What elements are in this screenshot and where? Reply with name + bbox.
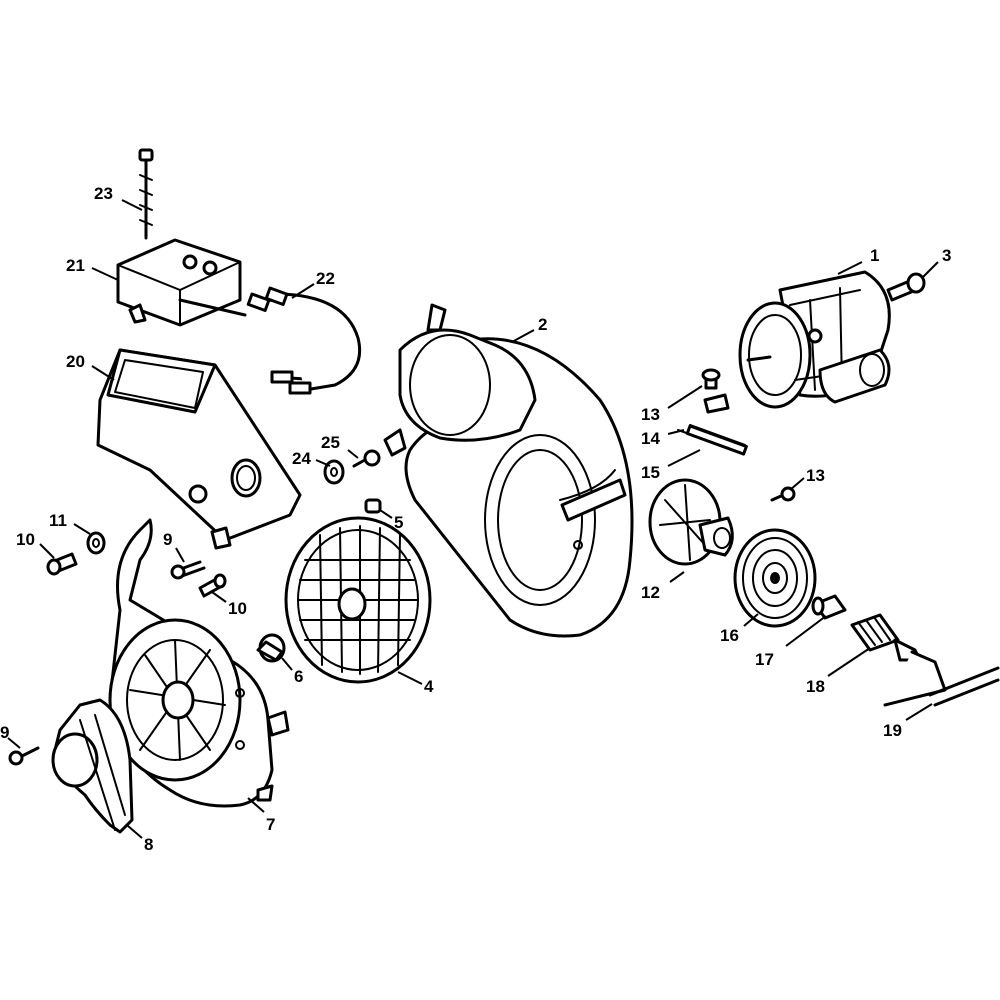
- part-oil-line: [883, 650, 1000, 707]
- part-blower-wheel: [284, 516, 432, 684]
- part-screw-lower: [8, 746, 40, 766]
- part-screw-upper: [170, 560, 206, 580]
- part-screw-center: [352, 449, 381, 468]
- callout-19: 19: [883, 721, 902, 740]
- callout-21: 21: [66, 256, 85, 275]
- callout-20: 20: [66, 352, 85, 371]
- part-motor-bolt: [886, 272, 926, 302]
- part-spacer-pin: [198, 573, 227, 598]
- part-turbulator-disc: [733, 528, 817, 628]
- part-screw-right: [770, 486, 796, 502]
- callout-5: 5: [394, 513, 403, 532]
- callout-10-left: 10: [16, 530, 35, 549]
- part-electrodes: [677, 424, 748, 456]
- callout-4: 4: [424, 677, 434, 696]
- callout-2: 2: [538, 315, 547, 334]
- callout-22: 22: [316, 269, 335, 288]
- callout-7: 7: [266, 815, 275, 834]
- part-transformer-base: [96, 348, 302, 550]
- callout-3: 3: [942, 246, 951, 265]
- callout-17: 17: [755, 650, 774, 669]
- callout-15: 15: [641, 463, 660, 482]
- callout-8: 8: [144, 835, 153, 854]
- callout-16: 16: [720, 626, 739, 645]
- part-ignition-transformer: [116, 238, 247, 327]
- callout-25: 25: [321, 433, 340, 452]
- part-set-screw: [364, 498, 382, 514]
- callout-18: 18: [806, 677, 825, 696]
- callout-layer: 1 2 3 4 5 6 7 8 9 9 10 10 11 12 13 13 14: [0, 184, 951, 854]
- callout-6: 6: [294, 667, 303, 686]
- callout-23: 23: [94, 184, 113, 203]
- part-washer-left: [86, 531, 106, 555]
- part-air-shutter: [51, 698, 134, 834]
- callout-13-top: 13: [641, 405, 660, 424]
- callout-24: 24: [292, 449, 311, 468]
- part-ignition-cables: [246, 286, 362, 395]
- callout-13-right: 13: [806, 466, 825, 485]
- callout-9-upper: 9: [163, 530, 172, 549]
- callout-12: 12: [641, 583, 660, 602]
- callout-1: 1: [870, 246, 879, 265]
- part-long-screw: [138, 148, 154, 240]
- callout-9-lower: 9: [0, 723, 9, 742]
- part-nozzle: [811, 594, 847, 620]
- part-housing-cover: [108, 518, 290, 808]
- callout-10-right: 10: [228, 599, 247, 618]
- part-coupling: [256, 633, 286, 663]
- part-electrode-holder: [648, 478, 734, 566]
- callout-11: 11: [49, 511, 67, 530]
- part-clip: [703, 393, 730, 414]
- part-fan-housing: [383, 303, 634, 638]
- part-burner-motor: [738, 270, 891, 409]
- callout-14: 14: [641, 429, 660, 448]
- part-bolt-left: [46, 552, 78, 576]
- part-screw-top: [701, 368, 721, 390]
